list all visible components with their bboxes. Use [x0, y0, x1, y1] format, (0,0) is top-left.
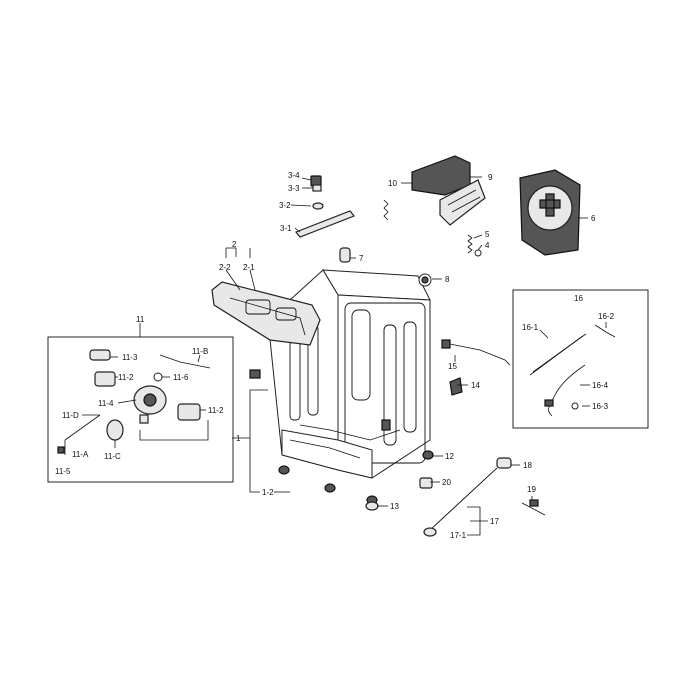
label-15: 15 [448, 362, 457, 371]
label-10: 10 [388, 179, 397, 188]
label-11-5: 11-5 [55, 467, 71, 476]
part-labels: 2 2-2 2-1 3-4 3-3 3-2 3-1 10 9 6 5 4 7 8… [55, 171, 615, 540]
leader-lines [64, 176, 607, 536]
label-2-2: 2-2 [219, 263, 231, 272]
label-11-d: 11-D [62, 411, 79, 420]
label-12: 12 [445, 452, 454, 461]
tub-cover [519, 169, 581, 256]
label-14: 14 [471, 381, 480, 390]
top-small-parts [295, 175, 355, 238]
upper-housing-parts [411, 155, 486, 226]
label-3-1: 3-1 [280, 224, 292, 233]
pump-assembly-box [47, 336, 234, 483]
label-3-4: 3-4 [288, 171, 300, 180]
label-16-2: 16-2 [598, 312, 615, 321]
label-11-2-b: 11-2 [208, 406, 224, 415]
label-16-1: 16-1 [522, 323, 539, 332]
label-3-2: 3-2 [279, 201, 291, 210]
label-17: 17 [490, 517, 499, 526]
label-1-2: 1-2 [262, 488, 274, 497]
label-3-3: 3-3 [288, 184, 300, 193]
lower-small-parts [365, 339, 546, 537]
label-13: 13 [390, 502, 399, 511]
label-4: 4 [485, 241, 490, 250]
label-2-1: 2-1 [243, 263, 255, 272]
label-5: 5 [485, 230, 490, 239]
label-11-2-a: 11-2 [118, 373, 134, 382]
label-20: 20 [442, 478, 451, 487]
small-connectors [339, 247, 432, 287]
label-9: 9 [488, 173, 493, 182]
label-1: 1 [236, 434, 241, 443]
label-11-b: 11-B [192, 347, 208, 356]
label-18: 18 [523, 461, 532, 470]
label-2: 2 [232, 240, 237, 249]
label-16-3: 16-3 [592, 402, 609, 411]
label-19: 19 [527, 485, 536, 494]
label-7: 7 [359, 254, 364, 263]
harness-box [512, 289, 649, 429]
label-11: 11 [136, 315, 145, 324]
label-11-c: 11-C [104, 452, 121, 461]
label-8: 8 [445, 275, 450, 284]
label-11-3: 11-3 [122, 353, 138, 362]
label-11-4: 11-4 [98, 399, 114, 408]
label-16-4: 16-4 [592, 381, 609, 390]
label-17-1: 17-1 [450, 531, 467, 540]
label-11-6: 11-6 [173, 373, 189, 382]
label-6: 6 [591, 214, 596, 223]
label-11-a: 11-A [72, 450, 89, 459]
label-16: 16 [574, 294, 583, 303]
